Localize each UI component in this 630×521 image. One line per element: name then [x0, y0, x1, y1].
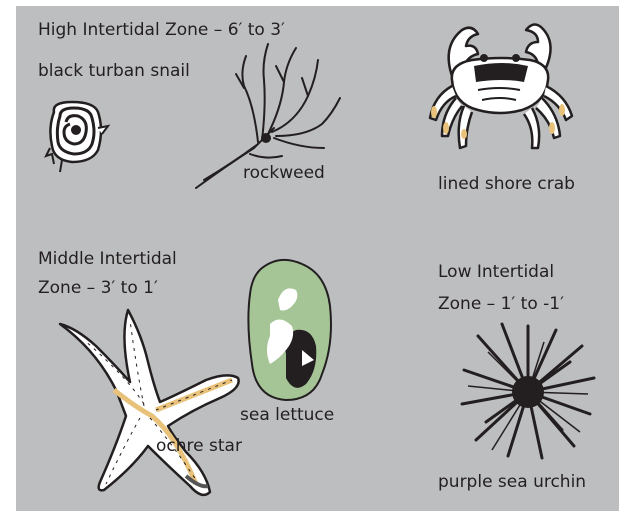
snail-icon: [42, 98, 122, 178]
low-zone-heading-line1: Low Intertidal: [438, 262, 554, 282]
intertidal-zones-diagram: High Intertidal Zone – 6′ to 3′ black tu…: [16, 6, 619, 511]
middle-zone-heading-line2: Zone – 3′ to 1′: [38, 278, 158, 298]
middle-zone-heading-line1: Middle Intertidal: [38, 249, 177, 269]
sea-urchin-icon: [458, 322, 598, 462]
label-purple-sea-urchin: purple sea urchin: [438, 472, 586, 492]
crab-icon: [412, 16, 592, 176]
label-lined-shore-crab: lined shore crab: [438, 174, 575, 194]
label-ochre-star: ochre star: [156, 436, 242, 456]
label-rockweed: rockweed: [243, 163, 325, 183]
sea-star-icon: [56, 306, 256, 506]
label-black-turban-snail: black turban snail: [38, 61, 190, 81]
low-zone-heading-line2: Zone – 1′ to -1′: [438, 294, 564, 314]
